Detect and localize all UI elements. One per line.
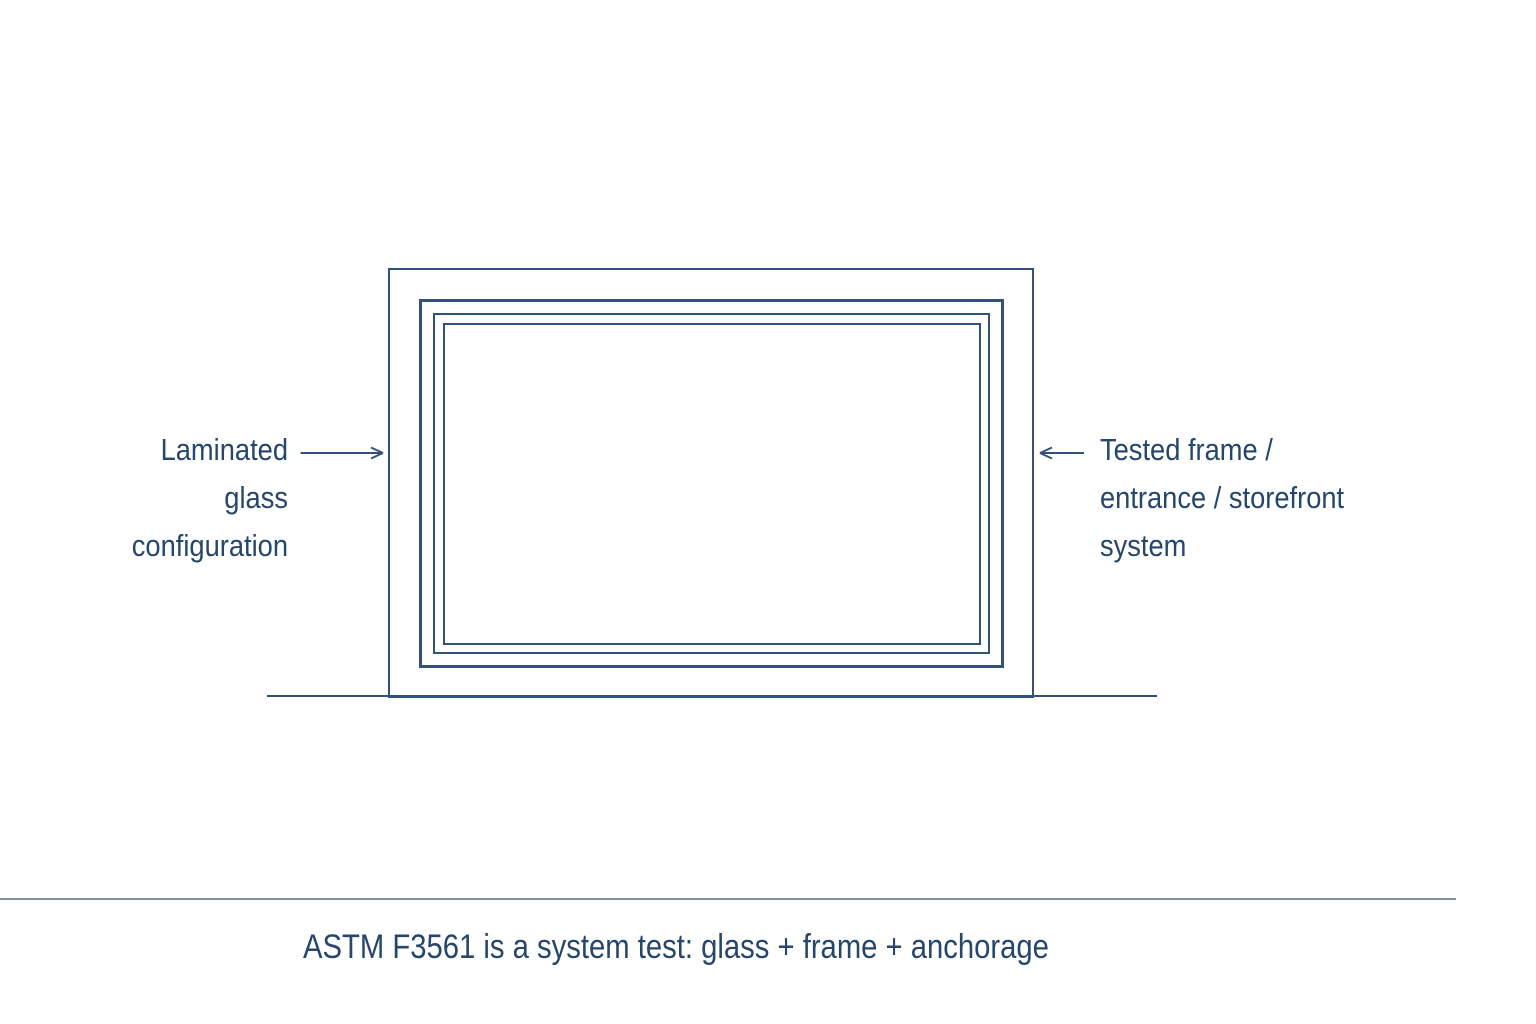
tested-frame-outer-rect: [388, 268, 1034, 698]
tested-frame-inner-rect: [419, 299, 1004, 668]
laminated-glass-label: Laminated glass configuration: [131, 432, 288, 563]
caption-text: ASTM F3561 is a system test: glass + fra…: [303, 928, 1049, 966]
footer-divider: [0, 898, 1456, 900]
arrow-left-icon: [1039, 446, 1084, 460]
laminated-glass-outer-rect: [433, 313, 990, 654]
arrow-right-icon: [300, 446, 384, 460]
ground-line: [267, 695, 1157, 697]
laminated-glass-inner-rect: [443, 323, 981, 645]
tested-frame-label: Tested frame / entrance / storefront sys…: [1100, 432, 1345, 563]
